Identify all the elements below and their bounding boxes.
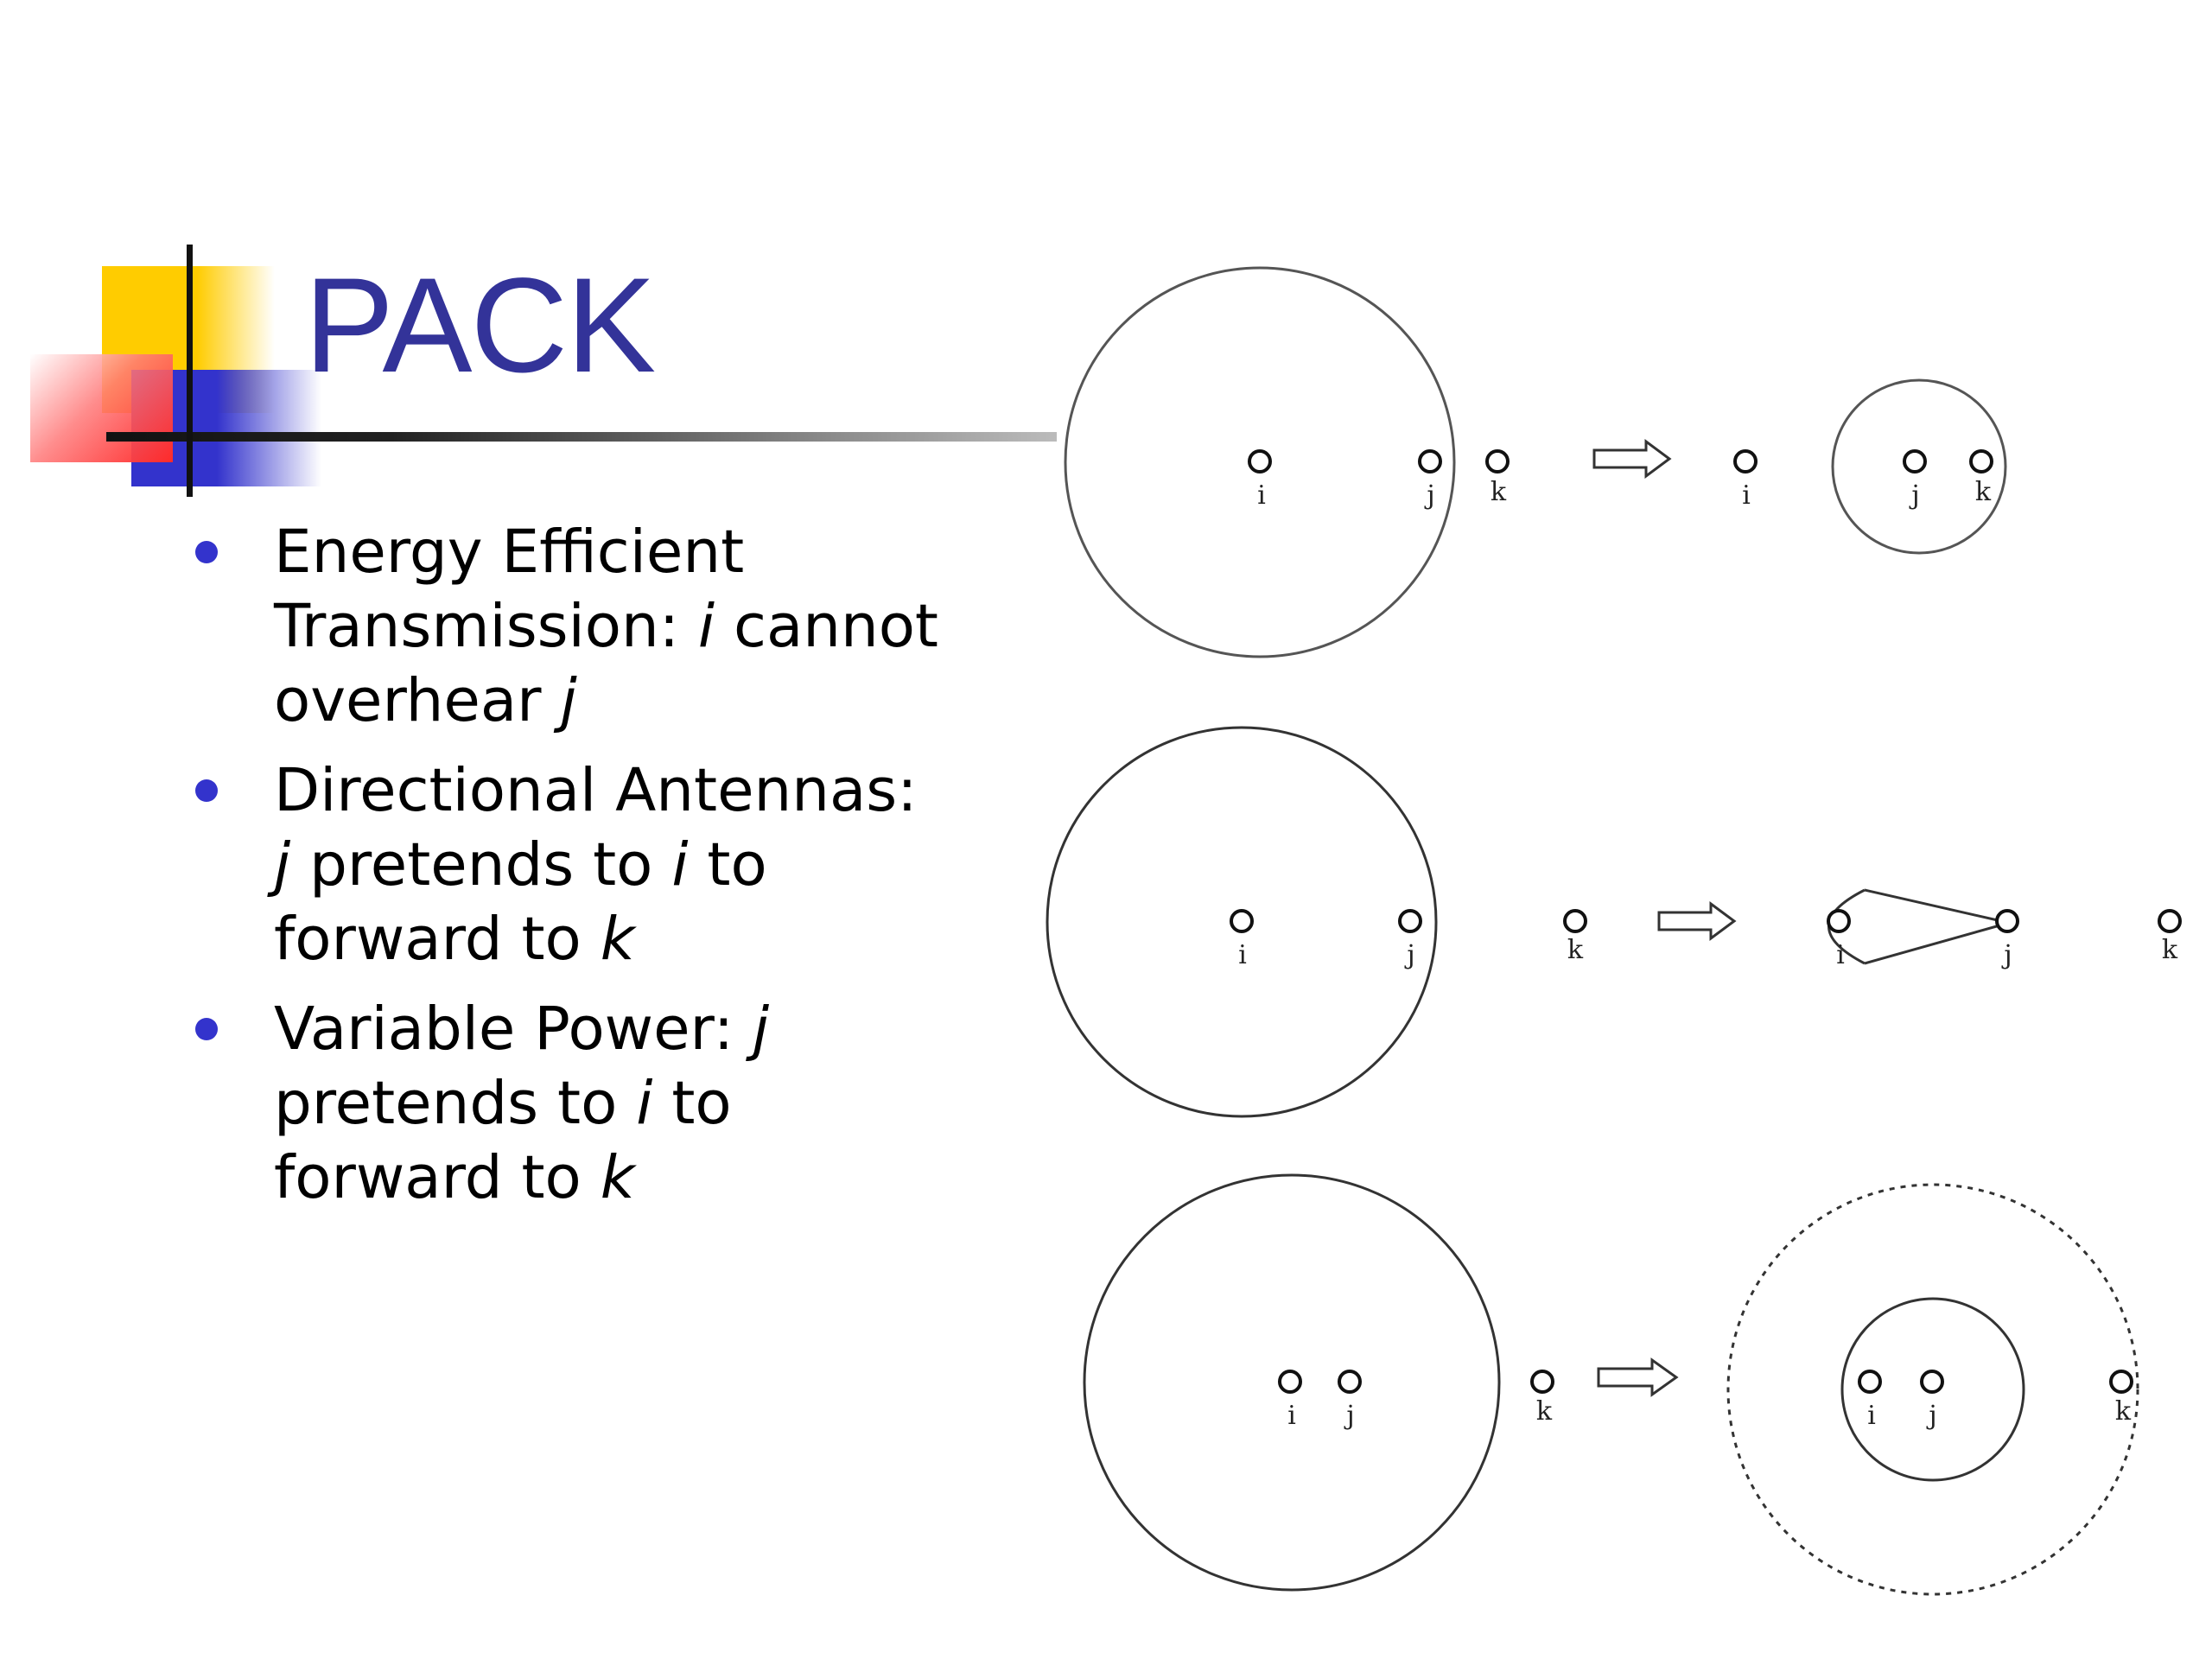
bullet-dot xyxy=(195,1018,218,1040)
bullet-variable-power: Variable Power: j pretends to i to forwa… xyxy=(190,992,950,1215)
bullet-text: pretends to xyxy=(290,830,672,899)
bullet-var: i xyxy=(636,1069,653,1138)
bullet-var: i xyxy=(697,592,715,661)
range-circle-j-dotted xyxy=(1726,1183,2139,1596)
node-k xyxy=(1969,449,1993,474)
bullet-text: cannot overhear xyxy=(274,592,938,735)
node-i xyxy=(1858,1370,1882,1394)
node-label-k: k xyxy=(1536,1396,1553,1427)
node-label-j: j xyxy=(1926,1401,1936,1431)
range-circle-j-reduced xyxy=(1840,1297,2025,1482)
node-label-i: i xyxy=(1742,480,1751,511)
node-j xyxy=(1418,449,1442,474)
node-k xyxy=(1530,1370,1554,1394)
bullet-dot xyxy=(195,541,218,563)
range-circle-i xyxy=(1046,726,1438,1118)
node-label-j: j xyxy=(2001,940,2012,970)
node-i xyxy=(1827,909,1851,933)
bullet-var: i xyxy=(671,830,689,899)
node-label-i: i xyxy=(1257,480,1266,511)
node-j xyxy=(1903,449,1927,474)
node-k xyxy=(1485,449,1510,474)
node-label-k: k xyxy=(1491,477,1507,507)
node-label-i: i xyxy=(1867,1401,1876,1431)
bullet-var: j xyxy=(752,995,770,1064)
node-i xyxy=(1248,449,1272,474)
node-i xyxy=(1230,909,1254,933)
arrow-right-icon xyxy=(1597,1357,1679,1397)
bullet-text: Directional Antennas: xyxy=(274,756,918,825)
range-circle-i-small xyxy=(1831,378,2007,555)
decor-vertical-rule xyxy=(187,245,193,497)
node-label-j: j xyxy=(1344,1401,1354,1431)
bullet-var: k xyxy=(600,905,635,974)
bullet-text: to forward to xyxy=(274,830,767,974)
node-j xyxy=(1398,909,1422,933)
bullet-text: to forward to xyxy=(274,1069,732,1212)
bullet-list: Energy Efficient Transmission: i cannot … xyxy=(190,515,950,1230)
arrow-right-icon xyxy=(1657,901,1737,941)
node-label-j: j xyxy=(1404,940,1414,970)
slide-title: PACK xyxy=(304,251,656,401)
range-circle-j-large xyxy=(1083,1173,1501,1592)
decor-red-square xyxy=(30,354,173,462)
node-label-k: k xyxy=(2162,935,2178,965)
bullet-energy-efficient: Energy Efficient Transmission: i cannot … xyxy=(190,515,950,738)
node-label-k: k xyxy=(1567,935,1584,965)
bullet-var: j xyxy=(560,666,577,735)
bullet-var: j xyxy=(274,830,291,899)
bullet-dot xyxy=(195,779,218,802)
node-label-j: j xyxy=(1909,480,1919,511)
node-j xyxy=(1995,909,2019,933)
node-i xyxy=(1733,449,1758,474)
node-label-k: k xyxy=(2115,1396,2132,1427)
bullet-text: pretends to xyxy=(274,1069,637,1138)
node-label-i: i xyxy=(1836,940,1845,970)
node-label-i: i xyxy=(1238,940,1247,970)
node-i xyxy=(1278,1370,1302,1394)
node-label-k: k xyxy=(1975,477,1992,507)
decor-horizontal-rule xyxy=(106,432,1057,442)
arrow-right-icon xyxy=(1592,439,1672,479)
node-j xyxy=(1338,1370,1362,1394)
node-k xyxy=(2158,909,2182,933)
node-k xyxy=(2109,1370,2133,1394)
node-label-j: j xyxy=(1424,480,1434,511)
directional-beam xyxy=(1864,888,2010,965)
node-k xyxy=(1563,909,1587,933)
node-label-i: i xyxy=(1287,1401,1296,1431)
range-circle-i-large xyxy=(1064,266,1456,658)
bullet-text: Variable Power: xyxy=(274,995,753,1064)
node-j xyxy=(1920,1370,1944,1394)
bullet-directional-antennas: Directional Antennas: j pretends to i to… xyxy=(190,753,950,976)
bullet-text: Energy Efficient Transmission: xyxy=(274,518,745,661)
bullet-var: k xyxy=(600,1143,635,1212)
